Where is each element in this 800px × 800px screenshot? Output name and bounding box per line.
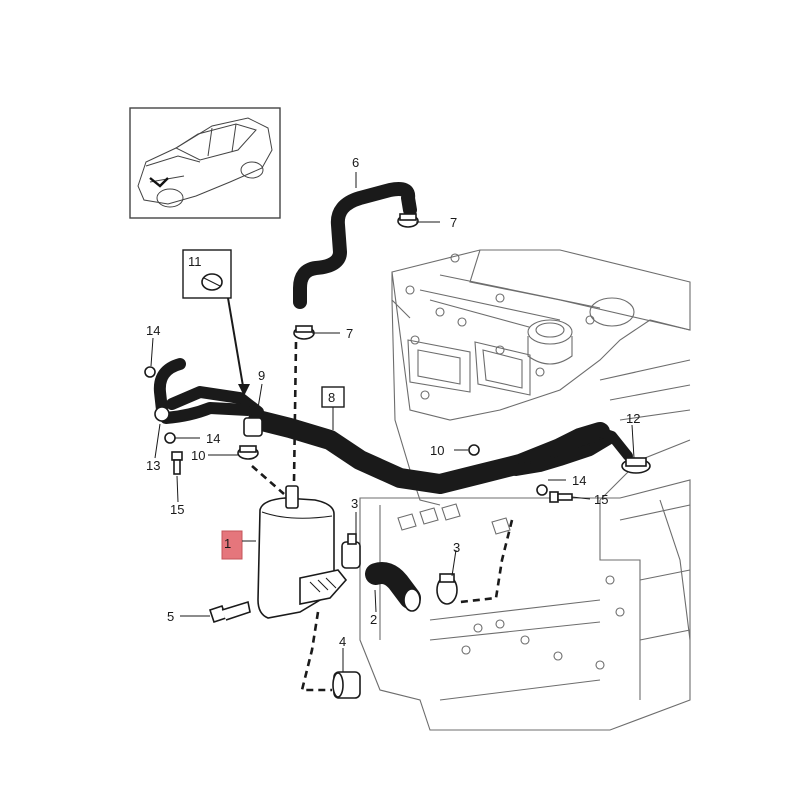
engine-block xyxy=(359,249,691,731)
clamp-10-left xyxy=(237,445,259,460)
callout-5: 5 xyxy=(167,609,174,624)
callout-14-left: 14 xyxy=(206,431,220,446)
callout-13: 13 xyxy=(146,458,160,473)
callout-9: 9 xyxy=(258,368,265,383)
callout-14-right: 14 xyxy=(572,473,586,488)
callout-6: 6 xyxy=(352,155,359,170)
assembly-line-3 xyxy=(459,519,514,604)
washer-14-left xyxy=(164,432,176,444)
callout-10-left: 10 xyxy=(191,448,205,463)
detail-box-11 xyxy=(182,249,232,299)
clamp-7-top xyxy=(397,213,419,228)
callout-8: 8 xyxy=(328,390,335,405)
oil-trap xyxy=(257,485,348,619)
clamp-3-left xyxy=(341,533,361,569)
washer-14-right xyxy=(536,484,548,496)
clamp-10-right xyxy=(468,444,480,456)
callout-3-upper: 3 xyxy=(351,496,358,511)
callout-14-top: 14 xyxy=(146,323,160,338)
hose-6 xyxy=(293,182,417,309)
vehicle-location-inset xyxy=(129,107,281,219)
callout-3-lower: 3 xyxy=(453,540,460,555)
washer-13 xyxy=(154,406,170,422)
bolt-15-right xyxy=(549,491,573,503)
part-1-highlight xyxy=(221,530,243,560)
car-icon xyxy=(137,117,273,208)
callout-7-mid: 7 xyxy=(346,326,353,341)
bolt-5 xyxy=(208,600,251,624)
callout-12: 12 xyxy=(626,411,640,426)
callout-10-right: 10 xyxy=(430,443,444,458)
callout-2: 2 xyxy=(370,612,377,627)
assembly-line-7 xyxy=(292,341,298,483)
assembly-line-4 xyxy=(300,611,332,692)
clamp-12 xyxy=(621,457,651,474)
bolt-15-left xyxy=(171,451,183,475)
clamp-3-right xyxy=(436,573,458,605)
rubber-bush-4 xyxy=(332,671,361,699)
callout-15-left: 15 xyxy=(170,502,184,517)
callout-11: 11 xyxy=(188,254,202,269)
leader-lines xyxy=(150,172,635,672)
assembly-line-10 xyxy=(251,465,285,495)
arrow-11 xyxy=(227,297,245,393)
clamp-7-mid xyxy=(293,325,315,340)
callout-15-right: 15 xyxy=(594,492,608,507)
washer-14-top xyxy=(144,366,156,378)
hose-9 xyxy=(153,358,264,437)
callout-4: 4 xyxy=(339,634,346,649)
hose-2 xyxy=(365,562,421,612)
callout-7-top: 7 xyxy=(450,215,457,230)
callout-1: 1 xyxy=(224,536,231,551)
hose-8-assembly xyxy=(248,410,633,494)
